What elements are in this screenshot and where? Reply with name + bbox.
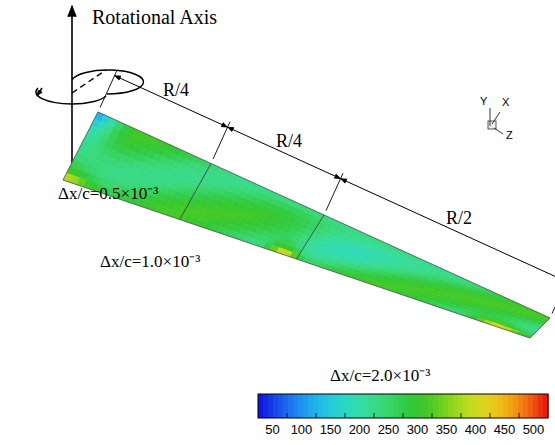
color-bar-cell: [283, 394, 289, 418]
axis-letter: Z: [506, 129, 513, 142]
color-bar-cell: [378, 394, 384, 418]
color-bar-cell: [308, 394, 314, 418]
color-bar-cell: [518, 394, 524, 418]
color-bar-cell: [323, 394, 329, 418]
color-bar-cell: [513, 394, 519, 418]
color-bar-cell: [403, 394, 409, 418]
color-bar-cell: [538, 394, 544, 418]
color-bar-cell: [428, 394, 434, 418]
dimension-label: R/4: [276, 131, 302, 152]
color-bar: [258, 394, 549, 418]
color-bar-cell: [328, 394, 334, 418]
color-bar-cell: [268, 394, 274, 418]
color-bar-cell: [478, 394, 484, 418]
color-bar-cell: [488, 394, 494, 418]
color-bar-tick: [490, 413, 491, 418]
color-bar-cell: [353, 394, 359, 418]
color-bar-cell: [468, 394, 474, 418]
color-bar-cell: [533, 394, 539, 418]
color-bar-tick: [287, 413, 288, 418]
color-bar-value: 300: [407, 423, 429, 438]
color-bar-tick: [461, 413, 462, 418]
dimension-label: R/2: [446, 208, 472, 229]
color-bar-cell: [333, 394, 339, 418]
color-bar-cell: [288, 394, 294, 418]
dimension-label: R/4: [163, 80, 189, 101]
color-bar-value: 400: [465, 423, 487, 438]
color-bar-value: 350: [436, 423, 458, 438]
color-bar-cell: [368, 394, 374, 418]
color-bar-value: 150: [320, 423, 342, 438]
color-bar-cell: [313, 394, 319, 418]
axis-label: Rotational Axis: [92, 6, 217, 29]
color-bar-cell: [433, 394, 439, 418]
color-bar-cell: [373, 394, 379, 418]
color-bar-tick: [345, 413, 346, 418]
resolution-label: Δx/c=2.0×10⁻³: [330, 366, 430, 386]
section-divider: [297, 215, 325, 259]
axis-letter: X: [502, 96, 509, 109]
color-bar-cell: [413, 394, 419, 418]
color-bar-cell: [273, 394, 279, 418]
dimension-line: [115, 76, 228, 128]
coordinate-triad: [488, 108, 503, 134]
color-bar-cell: [393, 394, 399, 418]
color-bar-tick: [519, 413, 520, 418]
color-bar-tick: [316, 413, 317, 418]
color-bar-tick: [374, 413, 375, 418]
color-bar-cell: [358, 394, 364, 418]
color-bar-cell: [523, 394, 529, 418]
color-bar-cell: [448, 394, 454, 418]
blade-outline: [63, 112, 550, 338]
color-bar-cell: [303, 394, 309, 418]
color-bar-tick: [432, 413, 433, 418]
color-bar-value: 50: [265, 423, 279, 438]
color-bar-cell: [398, 394, 404, 418]
color-bar-cell: [343, 394, 349, 418]
color-bar-cell: [363, 394, 369, 418]
color-bar-frame: [258, 394, 548, 418]
color-bar-cell: [528, 394, 534, 418]
color-bar-tick: [403, 413, 404, 418]
color-bar-cell: [258, 394, 264, 418]
color-bar-cell: [453, 394, 459, 418]
color-bar-cell: [463, 394, 469, 418]
dimension-lines: [100, 70, 555, 313]
color-bar-cell: [298, 394, 304, 418]
color-bar-cell: [318, 394, 324, 418]
blade-surface: [63, 112, 550, 338]
color-bar-cell: [388, 394, 394, 418]
color-bar-cell: [418, 394, 424, 418]
resolution-label: Δx/c=1.0×10⁻³: [100, 252, 200, 272]
dimension-line: [341, 179, 555, 282]
rotational-axis: [36, 6, 144, 175]
color-bar-value: 100: [291, 423, 313, 438]
color-bar-cell: [383, 394, 389, 418]
color-bar-cell: [408, 394, 414, 418]
color-bar-cell: [458, 394, 464, 418]
section-divider: [180, 164, 211, 220]
resolution-label: Δx/c=0.5×10⁻³: [58, 184, 158, 204]
color-bar-cell: [508, 394, 514, 418]
color-bar-cell: [473, 394, 479, 418]
color-bar-cell: [263, 394, 269, 418]
color-bar-cell: [278, 394, 284, 418]
color-bar-value: 200: [349, 423, 371, 438]
axis-letter: Y: [480, 95, 487, 108]
color-bar-cell: [493, 394, 499, 418]
color-bar-value: 450: [494, 423, 516, 438]
color-bar-cell: [293, 394, 299, 418]
color-bar-value: 500: [523, 423, 545, 438]
color-bar-cell: [338, 394, 344, 418]
color-bar-cell: [498, 394, 504, 418]
color-bar-cell: [348, 394, 354, 418]
color-bar-cell: [483, 394, 489, 418]
color-bar-cell: [503, 394, 509, 418]
color-bar-cell: [438, 394, 444, 418]
dimension-line: [228, 127, 341, 179]
color-bar-value: 250: [378, 423, 400, 438]
color-bar-cell: [423, 394, 429, 418]
extension-line: [552, 276, 555, 313]
color-bar-cell: [443, 394, 449, 418]
